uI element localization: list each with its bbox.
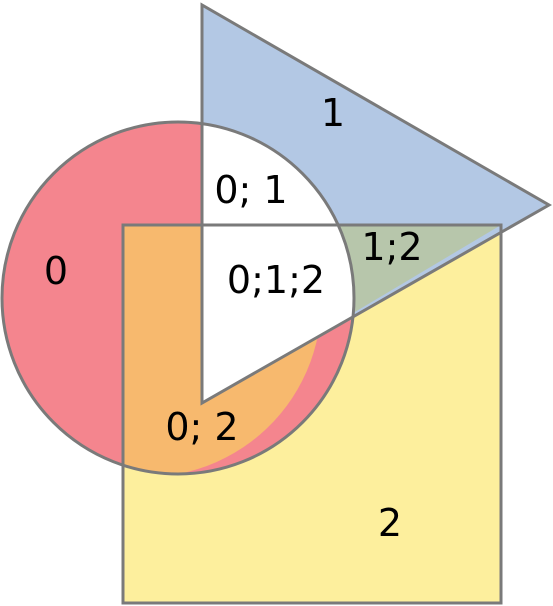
label-circle-triangle: 0; 1: [214, 168, 287, 212]
square-outline: [121, 223, 503, 605]
label-square: 2: [378, 501, 402, 545]
label-circle: 0: [44, 249, 68, 293]
circle-triangle-overlap: [202, 124, 354, 403]
label-circle-square: 0; 2: [165, 405, 238, 449]
label-triangle: 1: [321, 91, 345, 135]
circle-outline: [0, 120, 356, 476]
triangle-outline: [200, 2, 553, 406]
label-all-three: 0;1;2: [227, 258, 325, 302]
label-triangle-square: 1;2: [361, 225, 422, 269]
